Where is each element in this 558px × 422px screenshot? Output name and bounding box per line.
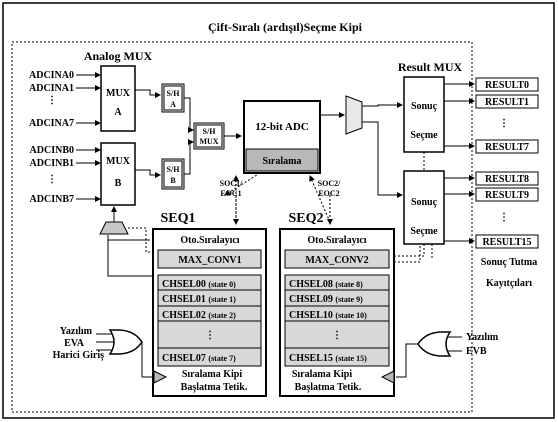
seq2-max-conv-label: MAX_CONV2 (305, 255, 368, 266)
seq2-chsel-9: CHSEL09 (state 9) (289, 294, 363, 305)
seq1-chsel-1: CHSEL01 (state 1) (162, 294, 236, 305)
mux-a-label: MUX (106, 88, 131, 99)
seq2-header: Oto.Sıralayıcı (307, 235, 366, 246)
seq1-trigger-line2: Başlatma Tetik. (181, 382, 248, 393)
seq1-max-conv (157, 249, 262, 269)
result-select-top-line1: Sonuç (411, 101, 438, 112)
mux-b-letter: B (115, 178, 122, 189)
seq2-chsel-15: CHSEL15 (state 15) (289, 353, 367, 364)
result-reg-1-label: RESULT1 (485, 97, 529, 108)
gate-left-line3: Harici Giriş (53, 350, 104, 361)
gate-right-line2: EVB (466, 346, 487, 357)
dots-result-top: ⋮ (499, 118, 509, 129)
seq2-max-conv (284, 249, 390, 269)
adc-title: 12-bit ADC (255, 121, 309, 133)
adc-sequencer-strip (245, 148, 319, 172)
soc1-label: SOC1/ (220, 179, 243, 188)
result-reg-9-label: RESULT9 (485, 190, 529, 201)
seq2-trigger-line1: Sıralama Kipi (292, 369, 353, 380)
result-caption-line2: Kayıtçıları (486, 278, 532, 289)
dots-a: ⋮ (47, 95, 57, 106)
adc-sub: Sıralama (263, 156, 302, 167)
result-reg-15 (475, 234, 539, 249)
seq1-chsel-2: CHSEL02 (state 2) (162, 310, 236, 321)
eoc1-label: EOC1 (220, 189, 241, 198)
outer-frame (2, 2, 555, 419)
result-mux-trapezoid (345, 95, 363, 135)
mux-a-letter: A (114, 107, 122, 118)
result-caption-line1: Sonuç Tutma (481, 257, 537, 268)
eoc2-label: EOC2 (318, 189, 339, 198)
seq2-label: SEQ2 (288, 211, 323, 226)
seq1-trigger-line1: Sıralama Kipi (182, 369, 243, 380)
inner-dotted-frame (11, 41, 473, 413)
gate-left-line1: Yazılım (60, 326, 93, 337)
sh-b-letter: B (170, 176, 176, 185)
sh-b-label: S/H (167, 165, 181, 174)
gate-right-line1: Yazılım (466, 332, 499, 343)
input-adcinb1: ADCINB1 (30, 158, 74, 169)
seq1-label: SEQ1 (160, 211, 195, 226)
result-reg-8-label: RESULT8 (485, 174, 529, 185)
seq1-dots: ⋮ (205, 330, 215, 341)
result-reg-8 (475, 171, 539, 186)
gate-left-line2: EVA (64, 338, 85, 349)
seq-select-trapezoid (99, 221, 129, 235)
diagram-title: Çift-Sıralı (ardışıl)Seçme Kipi (208, 20, 363, 34)
or-gate-left (108, 329, 143, 355)
sh-a-letter: A (170, 100, 176, 109)
seq2-dots: ⋮ (332, 330, 342, 341)
seq1-trigger-arrow (153, 370, 168, 384)
result-reg-0 (475, 77, 539, 92)
analog-mux-label: Analog MUX (84, 49, 153, 63)
dots-b: ⋮ (47, 174, 57, 185)
input-adcinb7: ADCINB7 (30, 194, 74, 205)
result-reg-0-label: RESULT0 (485, 80, 529, 91)
result-select-top-line2: Seçme (410, 130, 438, 141)
sh-mux-label: S/H (203, 127, 217, 136)
dots-result-bottom: ⋮ (499, 212, 509, 223)
seq2-trigger-arrow (380, 370, 395, 384)
or-gate-right (417, 331, 452, 357)
mux-b-label: MUX (106, 156, 131, 167)
result-select-bottom-line2: Seçme (410, 226, 438, 237)
sh-a-label: S/H (167, 89, 181, 98)
result-reg-9 (475, 187, 539, 202)
result-reg-1 (475, 94, 539, 109)
sh-mux-sub: MUX (199, 137, 218, 146)
seq2-chsel-8: CHSEL08 (state 8) (289, 279, 363, 290)
result-mux-label: Result MUX (398, 60, 463, 74)
mux-b-block (100, 142, 136, 206)
seq2-trigger-line2: Başlatma Tetik. (295, 382, 362, 393)
seq1-chsel-0: CHSEL00 (state 0) (162, 279, 236, 290)
soc2-label: SOC2/ (318, 179, 341, 188)
result-select-bottom (403, 170, 445, 245)
result-select-bottom-line1: Sonuç (411, 197, 438, 208)
result-reg-7 (475, 139, 539, 154)
seq1-chsel-7: CHSEL07 (state 7) (162, 353, 236, 364)
result-select-top (403, 76, 445, 153)
input-adcinb0: ADCINB0 (30, 145, 74, 156)
input-adcina1: ADCINA1 (29, 83, 74, 94)
seq1-max-conv-label: MAX_CONV1 (178, 255, 241, 266)
seq2-chsel-10: CHSEL10 (state 10) (289, 310, 367, 321)
input-adcina0: ADCINA0 (29, 70, 74, 81)
result-reg-7-label: RESULT7 (485, 142, 529, 153)
result-reg-15-label: RESULT15 (482, 237, 531, 248)
input-adcina7: ADCINA7 (29, 118, 74, 129)
mux-a-block (100, 65, 136, 132)
seq1-header: Oto.Sıralayıcı (180, 235, 239, 246)
